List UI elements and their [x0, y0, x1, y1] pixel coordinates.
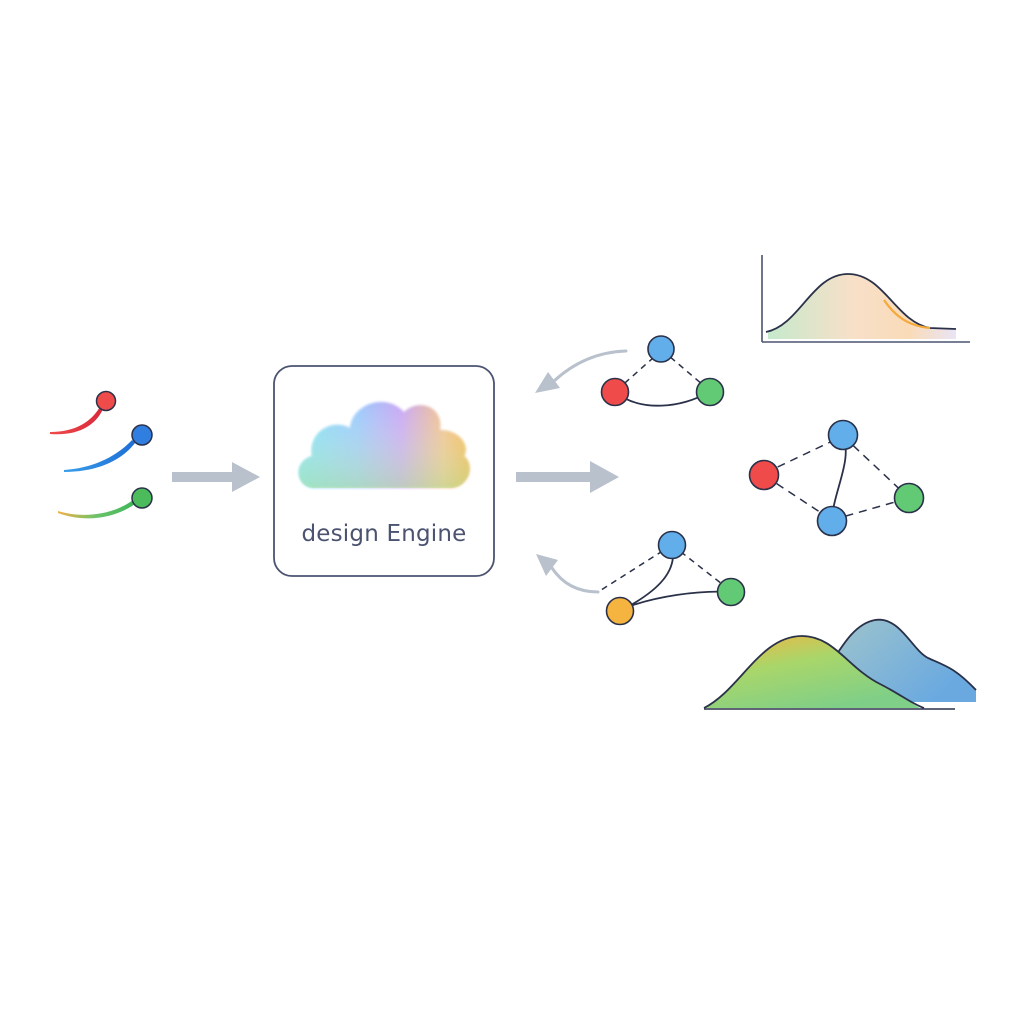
arrow-input-to-engine [172, 462, 260, 492]
arrow-right-icon [172, 462, 260, 492]
graph-node-red-icon [748, 459, 780, 491]
input-strokes [50, 390, 153, 519]
graph-node-blue-icon [816, 505, 848, 537]
graph-node-red-icon [600, 377, 630, 407]
graph-node-green-icon [893, 482, 925, 514]
graph-node-orange-icon [605, 596, 635, 626]
network-graph-middle [748, 419, 925, 537]
arrow-right-icon [516, 461, 619, 493]
network-graph-bottom [597, 530, 746, 626]
input-stroke-green [58, 487, 153, 519]
graph-node-blue-icon [827, 419, 859, 451]
feedback-arrow-bottom [536, 554, 600, 594]
input-stroke-green-icon [131, 487, 153, 509]
curved-arrow-icon [536, 554, 558, 576]
mountain-icon [703, 619, 977, 710]
graph-node-green-icon [716, 577, 746, 607]
engine-box: design Engine [273, 365, 495, 577]
engine-label: design Engine [301, 521, 466, 547]
input-stroke-red-icon [95, 390, 117, 412]
graph-node-blue-icon [647, 335, 675, 363]
graph-node-blue-icon [657, 530, 687, 560]
distribution-curve-icon [761, 255, 970, 343]
input-stroke-blue-icon [131, 424, 153, 446]
curved-arrow-icon [535, 372, 560, 393]
arrow-engine-to-outputs [516, 461, 619, 493]
input-stroke-blue [64, 424, 153, 472]
feedback-arrow-top [535, 349, 628, 393]
graph-node-green-icon [695, 377, 725, 407]
cloud-icon [298, 401, 470, 488]
input-stroke-red [50, 390, 117, 435]
network-graph-top [600, 335, 725, 407]
